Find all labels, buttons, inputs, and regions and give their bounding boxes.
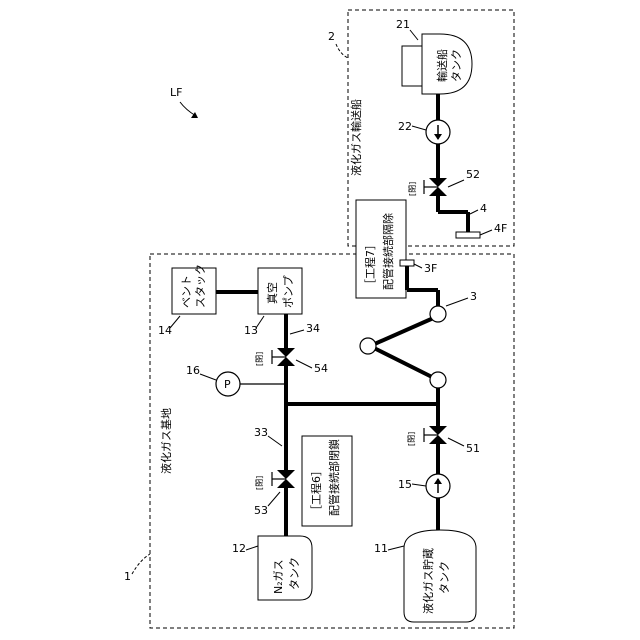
step7-note-line2: 配管接続部隔除 — [381, 213, 395, 290]
ship-valve-ref-leader — [448, 180, 464, 187]
base-pipe-ref: 3 — [470, 290, 477, 303]
base-region-leader — [132, 554, 150, 574]
base-flange-3f — [400, 260, 414, 266]
valve-51-state: [閉] — [407, 432, 416, 446]
ship-tank-ref-leader — [410, 30, 418, 40]
ship-region-ref: 2 — [328, 30, 335, 43]
valve-54-ref-leader — [296, 360, 312, 368]
valve-53 — [272, 470, 295, 488]
n2-tank: N₂ガス タンク — [258, 536, 312, 600]
pressure-gauge-symbol: P — [224, 378, 231, 391]
valve-54-ref: 54 — [314, 362, 328, 375]
n2-pipe-lower-ref: 33 — [254, 426, 268, 439]
figure-label-arrow-line — [180, 102, 196, 116]
valve-54 — [272, 348, 295, 366]
valve-54-state: [閉] — [255, 352, 264, 366]
step7-note: ［工程7］ 配管接続部隔除 — [356, 200, 406, 298]
ship-flange-4f — [456, 232, 480, 238]
n2-tank-ref-leader — [246, 546, 258, 550]
base-flange-ref: 3F — [424, 262, 437, 275]
lg-tank-ref-leader — [388, 546, 404, 550]
step7-note-line1: ［工程7］ — [364, 239, 377, 290]
base-flange-ref-leader — [414, 264, 422, 268]
ship-pump-ref: 22 — [398, 120, 412, 133]
n2-tank-ref: 12 — [232, 542, 246, 555]
step6-note: ［工程6］ 配管接続部閉鎖 — [302, 436, 352, 526]
vent-stack-ref-leader — [170, 316, 180, 328]
base-pump-ref: 15 — [398, 478, 412, 491]
ship-flange-ref: 4F — [494, 222, 507, 235]
ship-valve-ref: 52 — [466, 168, 480, 181]
ship-valve-state: [閉] — [408, 182, 417, 196]
ship-tank-label-2: タンク — [450, 49, 463, 82]
base-region-ref: 1 — [124, 570, 131, 583]
ship-flange-ref-leader — [480, 230, 492, 235]
n2-pipe-upper-ref-leader — [290, 330, 304, 334]
valve-53-ref-leader — [268, 492, 280, 506]
base-joint-1 — [430, 306, 446, 322]
lg-tank-label-1: 液化ガス貯蔵 — [421, 548, 435, 614]
base-pump — [426, 474, 450, 498]
base-pipe-5 — [370, 346, 438, 380]
step6-note-line1: ［工程6］ — [310, 465, 323, 516]
ship-tank-label-1: 輸送船 — [435, 49, 449, 82]
base-pump-ref-leader — [412, 484, 426, 486]
vent-stack-ref: 14 — [158, 324, 172, 337]
vacuum-pump-ref-leader — [256, 316, 264, 328]
lg-storage-tank: 液化ガス貯蔵 タンク — [404, 530, 476, 622]
figure-label: LF — [170, 86, 182, 99]
lg-tank-label-2: タンク — [438, 561, 451, 594]
n2-tank-label-1: N₂ガス — [272, 559, 285, 594]
ship-pump — [426, 120, 450, 144]
ship-valve — [424, 178, 447, 196]
ship-region-leader — [336, 44, 348, 58]
base-joint-3 — [430, 372, 446, 388]
lg-tank-ref: 11 — [374, 542, 388, 555]
valve-51-ref-leader — [448, 438, 464, 446]
vacuum-pump-ref: 13 — [244, 324, 258, 337]
ship-pump-ref-leader — [412, 126, 426, 130]
n2-pipe-lower-ref-leader — [268, 436, 282, 446]
valve-51-ref: 51 — [466, 442, 480, 455]
n2-tank-label-2: タンク — [288, 557, 301, 590]
valve-51 — [424, 426, 447, 444]
vacuum-pump: 真空 ポンプ — [258, 268, 302, 314]
ship-region-label: 液化ガス輸送船 — [349, 99, 363, 176]
vent-stack-label-2: スタック — [194, 264, 207, 308]
n2-pipe-upper-ref: 34 — [306, 322, 320, 335]
valve-53-ref: 53 — [254, 504, 268, 517]
ship-pipe-ref-leader — [470, 210, 478, 214]
step6-note-line2: 配管接続部閉鎖 — [327, 439, 341, 516]
vent-stack-label-1: ベント — [180, 275, 193, 308]
vacuum-pump-label-2: ポンプ — [282, 275, 295, 308]
pressure-gauge-ref: 16 — [186, 364, 200, 377]
vent-stack: ベント スタック — [172, 264, 216, 314]
base-pipe-4 — [370, 316, 438, 346]
base-joint-2 — [360, 338, 376, 354]
ship-pipe-ref: 4 — [480, 202, 487, 215]
pressure-gauge-ref-leader — [200, 374, 216, 380]
base-pipe-ref-leader — [446, 298, 468, 306]
base-region-label: 液化ガス基地 — [159, 408, 173, 474]
ship-tank-ref: 21 — [396, 18, 410, 31]
vacuum-pump-label-1: 真空 — [265, 282, 279, 304]
ship-tank: 輸送船 タンク — [402, 34, 472, 94]
valve-53-state: [閉] — [255, 476, 264, 490]
